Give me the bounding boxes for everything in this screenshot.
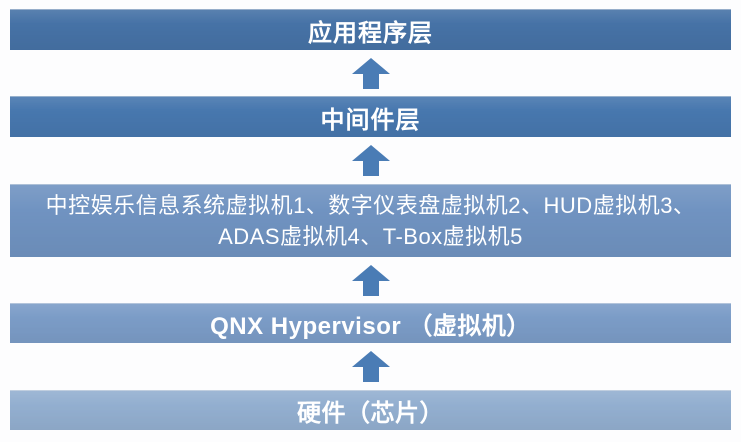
- arrow-gap-1: [351, 50, 390, 96]
- up-arrow-icon: [351, 57, 390, 89]
- layer-stack: 应用程序层 中间件层 中控娱乐信息系统虚拟机1、数字仪表盘虚拟机2、HUD虚拟机…: [0, 9, 741, 430]
- layer-box-middleware: 中间件层: [10, 96, 731, 137]
- hypervisor-layer-label: QNX Hypervisor （虚拟机）: [210, 313, 531, 340]
- arrow-gap-3: [351, 257, 390, 303]
- layer-box-application: 应用程序层: [10, 9, 731, 50]
- application-layer-label: 应用程序层: [308, 19, 433, 47]
- layer-box-hardware: 硬件（芯片）: [10, 390, 731, 430]
- up-arrow-icon: [351, 145, 390, 176]
- up-arrow-icon: [351, 351, 390, 382]
- virtual-machines-label-line2: ADAS虚拟机4、T-Box虚拟机5: [218, 224, 523, 249]
- layer-box-hypervisor: QNX Hypervisor （虚拟机）: [10, 303, 731, 343]
- layer-box-virtual-machines: 中控娱乐信息系统虚拟机1、数字仪表盘虚拟机2、HUD虚拟机3、 ADAS虚拟机4…: [10, 184, 731, 257]
- arrow-gap-4: [351, 343, 390, 390]
- hardware-layer-label: 硬件（芯片）: [297, 400, 444, 427]
- middleware-layer-label: 中间件层: [320, 106, 421, 134]
- arrow-gap-2: [351, 137, 390, 184]
- virtual-machines-label-line1: 中控娱乐信息系统虚拟机1、数字仪表盘虚拟机2、HUD虚拟机3、: [45, 193, 696, 218]
- up-arrow-icon: [351, 264, 390, 296]
